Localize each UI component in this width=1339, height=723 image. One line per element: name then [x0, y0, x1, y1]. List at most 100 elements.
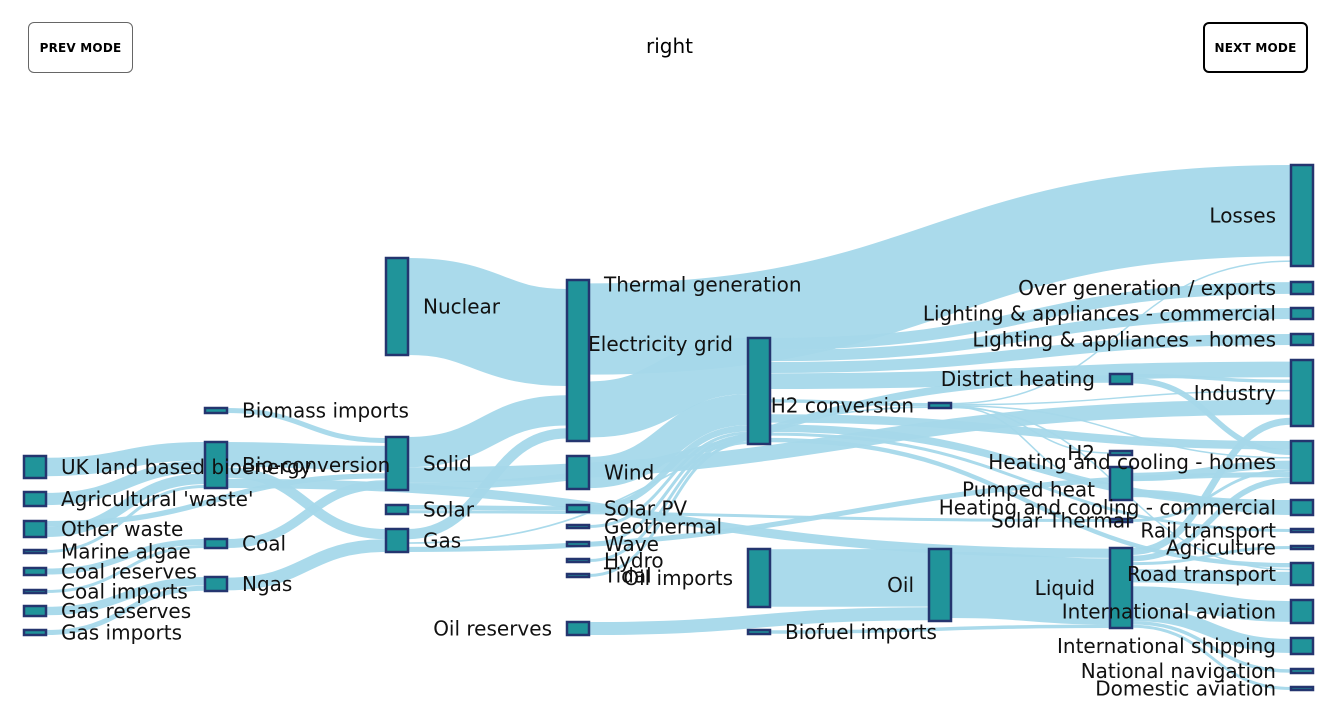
node-label-coal-imports: Coal imports: [61, 580, 188, 604]
node-label-oil-imports: Oil imports: [623, 566, 733, 590]
node-intl-shipping[interactable]: [1289, 636, 1315, 656]
node-over-gen[interactable]: [1289, 280, 1315, 296]
node-district-heating[interactable]: [1108, 372, 1134, 386]
node-coal-reserves[interactable]: [22, 566, 48, 577]
link-district-heating-to-heating-homes: [1131, 377, 1292, 455]
node-label-geothermal: Geothermal: [604, 515, 722, 539]
node-domestic-aviation[interactable]: [1289, 685, 1315, 692]
node-electricity-grid[interactable]: [746, 336, 772, 446]
node-liquid[interactable]: [1108, 546, 1134, 630]
node-label-hydro: Hydro: [604, 549, 664, 573]
node-rail[interactable]: [1289, 527, 1315, 534]
node-biofuel-imports[interactable]: [746, 628, 772, 636]
node-lighting-commercial[interactable]: [1289, 306, 1315, 321]
node-label-bio-conversion: Bio-conversion: [242, 453, 390, 477]
node-solar-pv[interactable]: [565, 503, 591, 514]
node-lighting-homes[interactable]: [1289, 332, 1315, 347]
link-liquid-to-intl-shipping: [1131, 607, 1292, 653]
node-industry[interactable]: [1289, 358, 1315, 428]
link-liquid-to-industry: [1131, 417, 1292, 555]
link-hydro-to-electricity-grid: [588, 437, 749, 562]
node-label-coal-reserves: Coal reserves: [61, 560, 197, 584]
node-ngas[interactable]: [203, 575, 229, 593]
node-label-thermal-gen: Thermal generation: [603, 273, 802, 297]
node-solar-thermal[interactable]: [1108, 517, 1134, 524]
mode-title: right: [646, 34, 693, 58]
node-label-h2: H2: [1067, 441, 1095, 465]
link-wave-to-electricity-grid: [588, 434, 749, 546]
link-electricity-grid-to-lighting-homes: [769, 334, 1292, 373]
node-pumped-heat[interactable]: [1108, 465, 1134, 502]
node-biomass-imports[interactable]: [203, 406, 229, 415]
link-bio-conversion-to-gas: [226, 467, 387, 540]
node-h2[interactable]: [1108, 449, 1134, 457]
link-liquid-to-agriculture: [1131, 546, 1292, 566]
prev-mode-button[interactable]: PREV MODE: [28, 22, 133, 73]
node-wind[interactable]: [565, 454, 591, 491]
node-label-lighting-homes: Lighting & appliances - homes: [972, 328, 1276, 352]
link-electricity-grid-to-over-gen: [769, 282, 1292, 350]
node-intl-aviation[interactable]: [1289, 598, 1315, 625]
next-mode-button[interactable]: NEXT MODE: [1203, 22, 1308, 73]
node-coal[interactable]: [203, 537, 229, 550]
node-label-road: Road transport: [1127, 562, 1276, 586]
node-agri-waste[interactable]: [22, 490, 48, 508]
node-label-biomass-imports: Biomass imports: [242, 399, 409, 423]
link-electricity-grid-to-heating-homes: [769, 414, 1292, 450]
node-label-gas: Gas: [423, 529, 461, 553]
link-ngas-to-gas: [226, 539, 387, 591]
node-oil-reserves[interactable]: [565, 620, 591, 637]
link-nuclear-to-thermal-gen: [406, 258, 569, 386]
link-district-heating-to-industry: [1131, 374, 1292, 383]
node-label-electricity-grid: Electricity grid: [588, 332, 733, 356]
node-wave[interactable]: [565, 540, 591, 548]
node-coal-imports[interactable]: [22, 588, 48, 595]
node-label-wave: Wave: [604, 532, 659, 556]
node-marine-algae[interactable]: [22, 548, 48, 555]
node-oil[interactable]: [927, 547, 953, 623]
link-solar-to-solar-thermal: [407, 510, 1111, 522]
node-label-district-heating: District heating: [941, 367, 1095, 391]
node-label-domestic-aviation: Domestic aviation: [1095, 677, 1276, 701]
node-thermal-gen[interactable]: [565, 278, 591, 443]
link-wind-to-electricity-grid: [588, 394, 749, 489]
node-oil-imports[interactable]: [746, 547, 772, 609]
link-solar-pv-to-electricity-grid: [588, 425, 749, 512]
node-label-nuclear: Nuclear: [423, 295, 501, 319]
node-losses[interactable]: [1289, 163, 1315, 268]
node-nuclear[interactable]: [384, 256, 410, 357]
node-label-oil: Oil: [887, 573, 914, 597]
node-agriculture[interactable]: [1289, 544, 1315, 551]
node-label-tidal: Tidal: [603, 564, 652, 588]
node-geothermal[interactable]: [565, 523, 591, 530]
link-liquid-to-heating-homes: [1131, 477, 1292, 562]
node-heating-commercial[interactable]: [1289, 498, 1315, 517]
node-solar[interactable]: [384, 503, 410, 516]
link-liquid-to-intl-aviation: [1131, 586, 1292, 622]
node-uk-land[interactable]: [22, 454, 48, 480]
node-label-pumped-heat: Pumped heat: [962, 478, 1095, 502]
node-bio-conversion[interactable]: [203, 440, 229, 490]
node-hydro[interactable]: [565, 557, 591, 564]
node-label-rail: Rail transport: [1140, 519, 1276, 543]
node-national-navigation[interactable]: [1289, 667, 1315, 675]
link-geothermal-to-electricity-grid: [588, 431, 749, 528]
node-other-waste[interactable]: [22, 519, 48, 539]
link-electricity-grid-to-h2-conversion: [769, 399, 930, 407]
node-gas-reserves[interactable]: [22, 604, 48, 618]
link-electricity-grid-to-rail: [769, 432, 1292, 532]
link-agri-waste-to-bio-conversion: [45, 460, 206, 506]
link-electricity-grid-to-industry: [769, 361, 1292, 390]
node-gas[interactable]: [384, 527, 410, 554]
node-road[interactable]: [1289, 561, 1315, 587]
link-tidal-to-electricity-grid: [588, 440, 749, 577]
node-tidal[interactable]: [565, 572, 591, 579]
node-solid[interactable]: [384, 435, 410, 492]
link-coal-to-solid: [226, 480, 387, 548]
node-heating-homes[interactable]: [1289, 439, 1315, 485]
node-label-uk-land: UK land based bioenergy: [61, 455, 312, 479]
node-h2-conversion[interactable]: [927, 401, 953, 410]
node-label-oil-reserves: Oil reserves: [433, 617, 552, 641]
node-gas-imports[interactable]: [22, 628, 48, 637]
node-label-wind: Wind: [604, 461, 654, 485]
